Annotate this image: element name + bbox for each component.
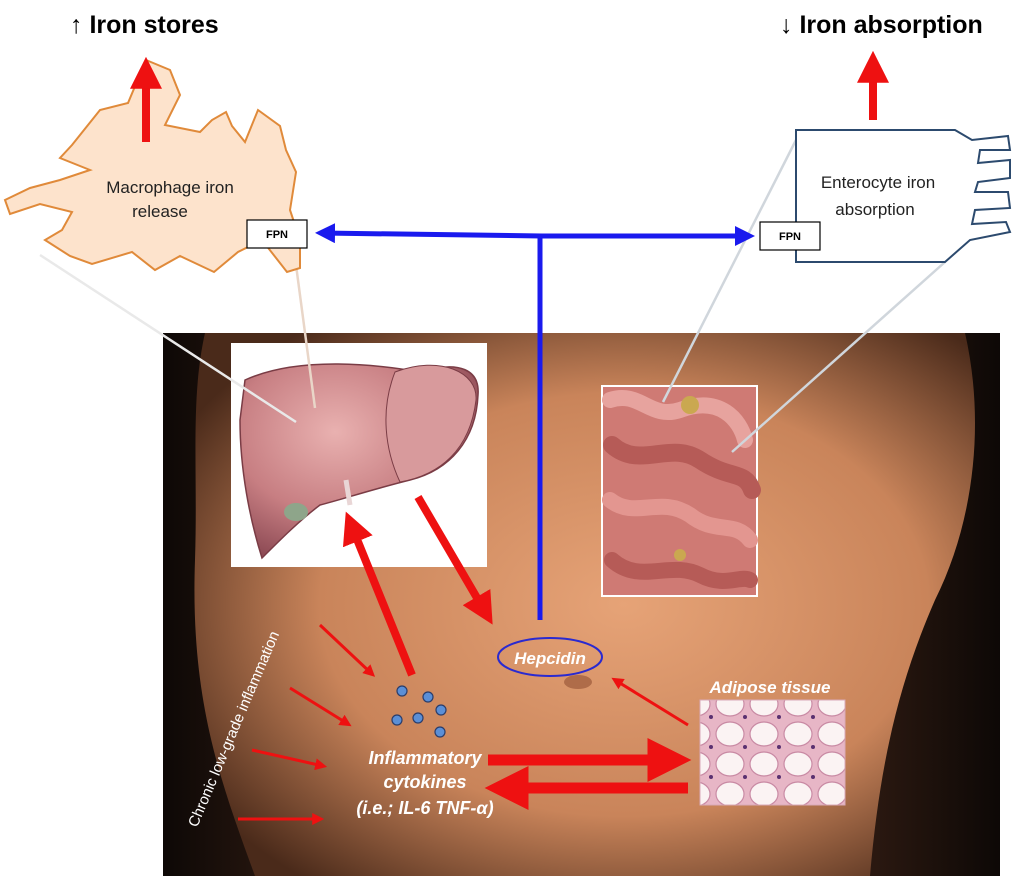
enterocyte-label-line1: Enterocyte iron [821,173,935,192]
adipose-tissue-image [699,699,846,806]
intestine-illustration [602,387,761,595]
adipose-label: Adipose tissue [709,678,831,697]
cytokines-label-line2: cytokines [383,772,466,792]
inflammation-arrow-3 [251,748,328,771]
macrophage-label-line2: release [132,202,188,221]
red-arrow-adipose-to-hepcidin [611,677,689,727]
up-arrow-icon: ↑ [70,11,83,39]
liver-illustration [239,363,479,560]
cytokines-label-line3: (i.e.; IL-6 TNF-α) [356,798,493,818]
inflammation-arrow-1 [318,623,376,677]
enterocyte-label-line2: absorption [835,200,914,219]
connector-macrophage-liver-2 [294,264,317,409]
navel [564,675,592,689]
hepcidin-label: Hepcidin [514,649,586,668]
cytokines-label-line1: Inflammatory [368,748,482,768]
iron-stores-label: ↑ Iron stores [70,11,219,39]
hepcidin-ring [497,637,603,677]
fpn-box-left [246,219,308,249]
fpn-label-right: FPN [779,231,801,243]
fpn-box-right [759,221,821,251]
blue-arrow-to-left-fpn [315,223,543,244]
connector-macrophage-liver-1 [39,253,297,424]
red-arrow-cytokines-to-liver [342,511,416,677]
iron-absorption-label: ↓ Iron absorption [780,11,983,39]
down-arrow-icon: ↓ [780,11,793,39]
connector-enterocyte-intestine-1 [661,139,798,403]
macrophage-label-line1: Macrophage iron [106,178,234,197]
macrophage-cell [3,58,301,274]
connector-enterocyte-intestine-2 [731,261,946,453]
cytokine-dots [391,685,447,738]
enterocyte-cell [795,129,1012,263]
red-arrow-liver-to-hepcidin [414,494,493,625]
inflammation-arrow-2 [289,686,352,727]
fpn-label-left: FPN [266,229,288,241]
